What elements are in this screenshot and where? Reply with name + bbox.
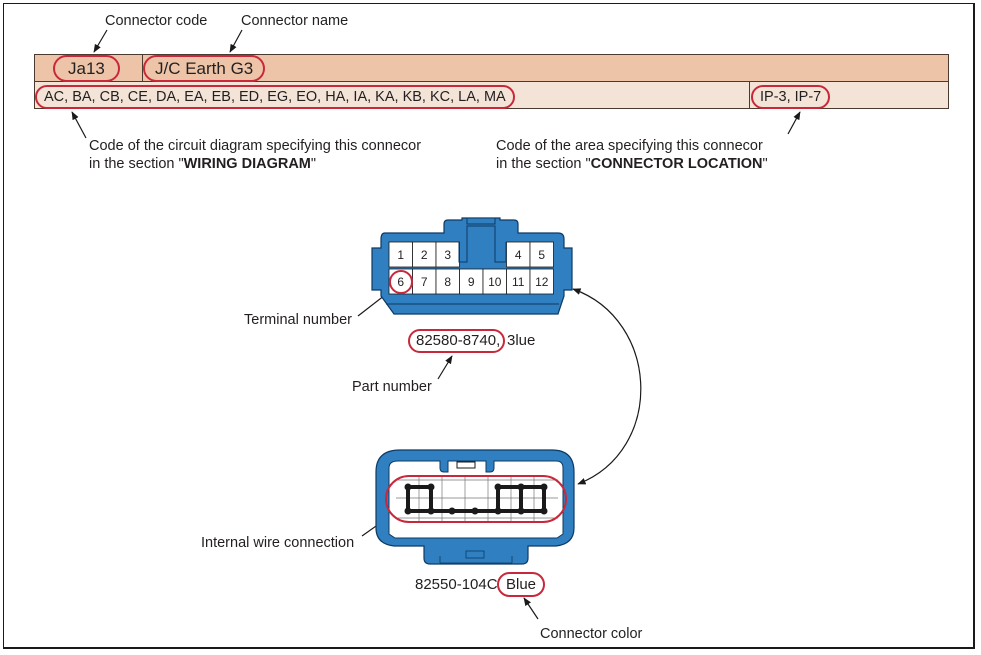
- terminal-number-9: 9: [468, 275, 475, 289]
- text-suffix: ": [310, 156, 317, 172]
- wire-junction-dot: [427, 507, 435, 515]
- terminal-number-8: 8: [444, 275, 451, 289]
- wire-junction-dot: [404, 507, 412, 515]
- terminal-cavity: [529, 268, 554, 295]
- section-name-wiring-diagram: WIRING DIAGRAM: [183, 156, 311, 172]
- bottom-connector-color-value: Blue: [497, 572, 546, 597]
- terminal-6-highlight: [389, 270, 413, 294]
- circuit-code-description-line2: in the section "WIRING DIAGRAM": [89, 155, 421, 173]
- terminal-number-6: 6: [397, 275, 404, 289]
- connector-color-arrow: [523, 597, 539, 620]
- top-connector-color-text: 3lue: [507, 332, 536, 349]
- part-number-arrow: [437, 355, 453, 380]
- wire-junction-dot: [517, 507, 525, 515]
- bottom-part-number-value: 82550-104C: [415, 576, 498, 593]
- circuit-code-description-line1: Code of the circuit diagram specifying t…: [89, 138, 422, 154]
- circuit-codes-value: AC, BA, CB, CE, DA, EA, EB, ED, EG, EO, …: [35, 85, 515, 109]
- codes-row-divider: [749, 82, 750, 109]
- connector-code-label: Connector code: [105, 13, 208, 29]
- terminal-number-7: 7: [421, 275, 428, 289]
- terminal-number-5: 5: [538, 248, 545, 262]
- terminal-number-11: 11: [512, 275, 525, 289]
- area-codes-value: IP-3, IP-7: [751, 85, 831, 109]
- text-suffix: ": [762, 156, 768, 172]
- connector-name-value: J/C Earth G3: [143, 55, 266, 82]
- area-code-description: Code of the area specifying this conneco…: [496, 137, 768, 173]
- bottom-connector: [375, 449, 575, 565]
- cavity-grid: [396, 476, 558, 522]
- area-code-description-line2: in the section "CONNECTOR LOCATION": [496, 155, 768, 173]
- figure-frame: [3, 3, 975, 649]
- part-number-label: Part number: [352, 379, 432, 395]
- terminal-number-3: 3: [444, 248, 451, 262]
- internal-wire-highlight: [385, 475, 567, 523]
- area-code-description-line1: Code of the area specifying this conneco…: [496, 138, 763, 154]
- connector-code-value: Ja13: [53, 55, 120, 82]
- wire-junction-dot: [494, 507, 502, 515]
- circuit-code-description: Code of the circuit diagram specifying t…: [89, 137, 421, 173]
- header-row-divider: [142, 54, 143, 82]
- wire-junction-dot: [517, 483, 525, 491]
- terminal-number-2: 2: [421, 248, 428, 262]
- connector-header-row: [34, 54, 949, 82]
- terminal-number-1: 1: [397, 248, 404, 262]
- wire-junction-dot: [471, 507, 479, 515]
- terminal-number-12: 12: [535, 275, 549, 289]
- internal-wire-label: Internal wire connection: [201, 535, 355, 551]
- wire-junction-dot: [540, 507, 548, 515]
- mating-arrow: [572, 288, 642, 485]
- connector-name-label: Connector name: [241, 13, 349, 29]
- connector-name-arrow: [229, 29, 243, 53]
- area-code-arrow: [787, 111, 801, 135]
- wire-junction-dot: [404, 483, 412, 491]
- terminal-cavity: [529, 241, 554, 268]
- terminal-number-10: 10: [488, 275, 502, 289]
- text-prefix: in the section ": [496, 156, 591, 172]
- top-part-number-value: 82580-8740,: [408, 329, 506, 353]
- wire-junction-dot: [540, 483, 548, 491]
- key-notch: [458, 225, 507, 263]
- terminal-number-label: Terminal number: [244, 312, 352, 328]
- wire-junction-dots: [404, 483, 548, 515]
- wire-junction-dot: [448, 507, 456, 515]
- circuit-code-arrow: [71, 111, 87, 139]
- text-prefix: in the section ": [89, 156, 184, 172]
- section-name-connector-location: CONNECTOR LOCATION: [590, 156, 763, 172]
- terminal-number-4: 4: [515, 248, 522, 262]
- wire-junction-dot: [427, 483, 435, 491]
- connector-code-arrow: [93, 29, 108, 53]
- wire-junction-dot: [494, 483, 502, 491]
- connector-color-label: Connector color: [540, 626, 643, 642]
